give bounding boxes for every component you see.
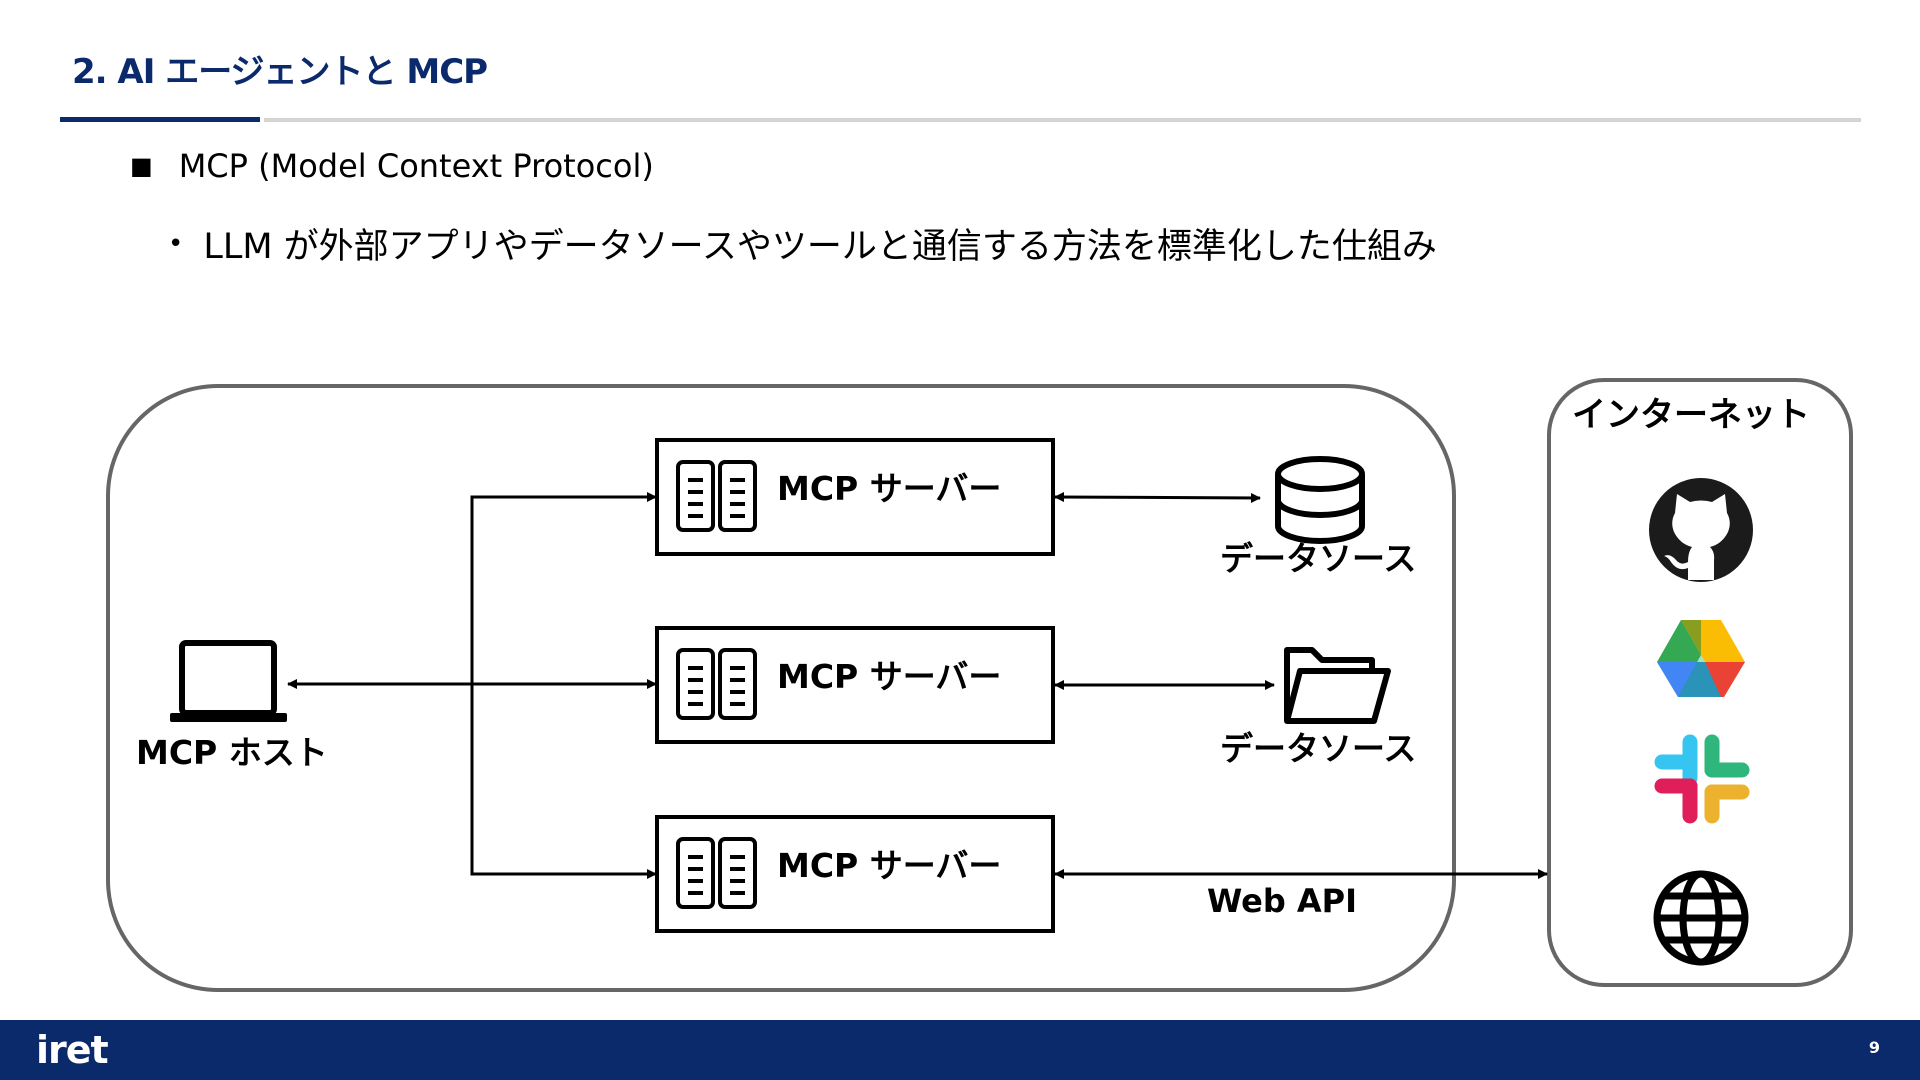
title-rule-accent [60, 117, 260, 122]
page-number: 9 [1868, 1038, 1880, 1057]
mcp-server-1: MCP サーバー [655, 438, 1055, 556]
dot-bullet-icon: • [168, 228, 184, 259]
internet-label: インターネット [1572, 395, 1810, 435]
server-1-database-arrow [1054, 492, 1261, 503]
globe-icon [1653, 870, 1749, 966]
slack-icon [1654, 734, 1750, 824]
bullet-secondary-text: LLM が外部アプリやデータソースやツールと通信する方法を標準化した仕組み [203, 227, 1437, 267]
bullet-primary-text: MCP (Model Context Protocol) [178, 147, 654, 185]
bullet-primary: ■ MCP (Model Context Protocol) [130, 147, 654, 185]
branch-to-server-3-arrow [470, 684, 657, 879]
server-rack-icon [676, 648, 757, 720]
server-3-label: MCP サーバー [777, 846, 1001, 885]
iret-logo: iret [36, 1028, 109, 1072]
square-bullet-icon: ■ [130, 152, 153, 180]
mcp-host-label: MCP ホスト [136, 733, 328, 772]
google-drive-icon [1657, 620, 1745, 697]
web-api-label: Web API [1207, 882, 1357, 920]
github-icon [1649, 478, 1753, 582]
folder-icon [1284, 647, 1391, 724]
title-rule [264, 118, 1861, 122]
datasource-1-label: データソース [1220, 539, 1416, 578]
laptop-icon [170, 640, 287, 722]
server-rack-icon [676, 837, 757, 909]
server-2-label: MCP サーバー [777, 657, 1001, 696]
bullet-secondary: • LLM が外部アプリやデータソースやツールと通信する方法を標準化した仕組み [168, 218, 1437, 269]
mcp-architecture-diagram: インターネット MCP ホスト MCP サーバー [106, 378, 1853, 992]
server-1-label: MCP サーバー [777, 469, 1001, 508]
mcp-server-2: MCP サーバー [655, 626, 1055, 744]
database-icon [1275, 456, 1365, 544]
mcp-host-frame [106, 384, 1456, 992]
mcp-server-3: MCP サーバー [655, 815, 1055, 933]
server-rack-icon [676, 460, 757, 532]
footer-bar: iret 9 [0, 1020, 1920, 1080]
slide-title: 2. AI エージェントと MCP [72, 52, 488, 92]
datasource-2-label: データソース [1220, 729, 1416, 768]
internet-frame [1547, 378, 1853, 987]
branch-to-server-1-arrow [470, 492, 657, 684]
